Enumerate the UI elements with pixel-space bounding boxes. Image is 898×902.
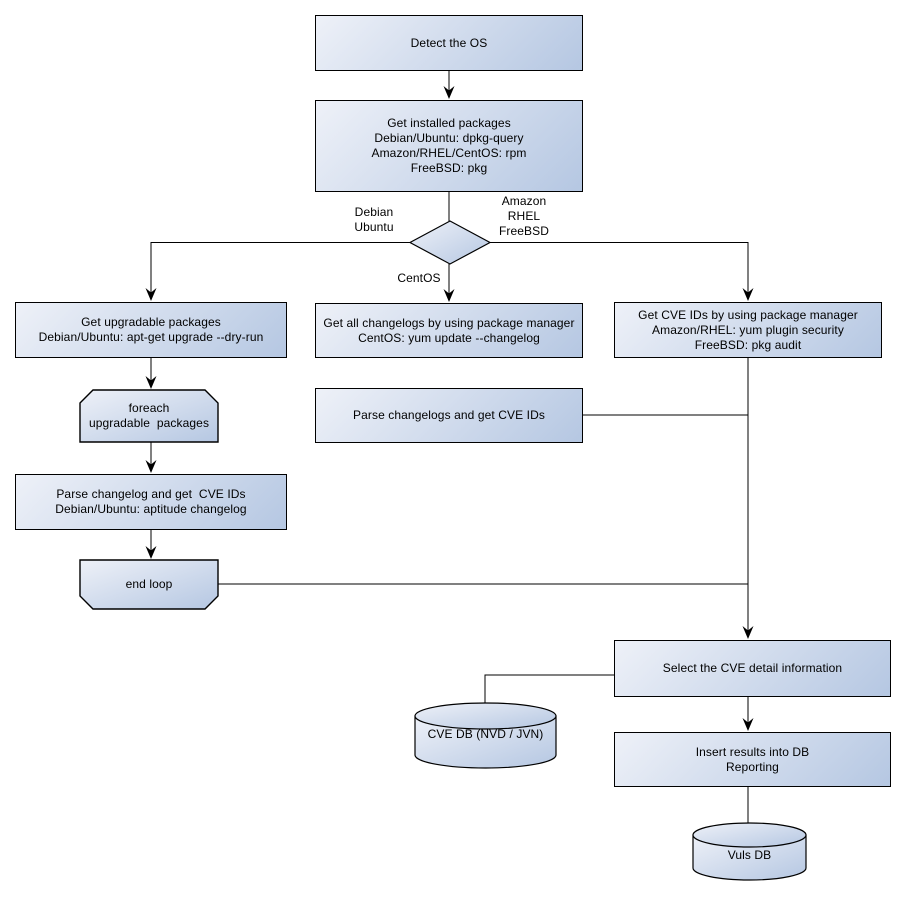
cve-db-cylinder [414,702,557,769]
vuls-db-cylinder [692,822,807,881]
node-get-upgradable-packages-label: Get upgradable packages Debian/Ubuntu: a… [38,315,264,344]
connector-lines [150,71,749,824]
node-get-cve-ids-label: Get CVE IDs by using package manager Ama… [638,307,858,352]
node-end-loop-label: end loop [125,577,173,591]
node-parse-changelog: Parse changelog and get CVE IDs Debian/U… [15,474,287,530]
node-get-upgradable-packages: Get upgradable packages Debian/Ubuntu: a… [15,302,287,358]
branch-label-debian-ubuntu: Debian Ubuntu [336,204,412,236]
node-insert-results: Insert results into DB Reporting [614,732,891,787]
branch-label-debian-ubuntu-text: Debian Ubuntu [354,205,394,234]
foreach-loop-shape [79,389,219,443]
node-detect-os: Detect the OS [315,15,583,71]
branch-label-amazon-rhel-freebsd: Amazon RHEL FreeBSD [486,193,562,240]
arrowheads [145,86,754,731]
node-select-cve-detail-label: Select the CVE detail information [662,661,843,675]
node-get-all-changelogs-label: Get all changelogs by using package mana… [323,315,575,345]
branch-label-amazon-rhel-freebsd-text: Amazon RHEL FreeBSD [498,194,550,238]
node-parse-changelogs: Parse changelogs and get CVE IDs [315,388,583,443]
node-vuls-db: Vuls DB [693,838,806,872]
branch-label-centos-text: CentOS [397,270,441,285]
node-parse-changelog-label: Parse changelog and get CVE IDs Debian/U… [55,487,247,516]
node-get-cve-ids: Get CVE IDs by using package manager Ama… [614,302,882,358]
node-end-loop: end loop [80,560,218,609]
decision-diamond [408,220,492,265]
node-vuls-db-label: Vuls DB [727,847,772,862]
node-cve-db-label: CVE DB (NVD / JVN) [427,726,544,741]
node-detect-os-label: Detect the OS [410,35,488,50]
end-loop-shape [79,559,219,610]
node-parse-changelogs-label: Parse changelogs and get CVE IDs [353,408,545,422]
node-select-cve-detail: Select the CVE detail information [614,640,891,697]
node-get-all-changelogs: Get all changelogs by using package mana… [315,303,583,358]
node-insert-results-label: Insert results into DB Reporting [695,744,810,774]
node-cve-db: CVE DB (NVD / JVN) [415,712,556,756]
branch-label-centos: CentOS [381,270,457,286]
node-get-installed-packages: Get installed packages Debian/Ubuntu: dp… [315,100,583,192]
node-foreach-loop: foreach upgradable packages [80,390,218,442]
node-foreach-loop-label: foreach upgradable packages [88,401,210,430]
node-get-installed-packages-label: Get installed packages Debian/Ubuntu: dp… [371,116,527,175]
